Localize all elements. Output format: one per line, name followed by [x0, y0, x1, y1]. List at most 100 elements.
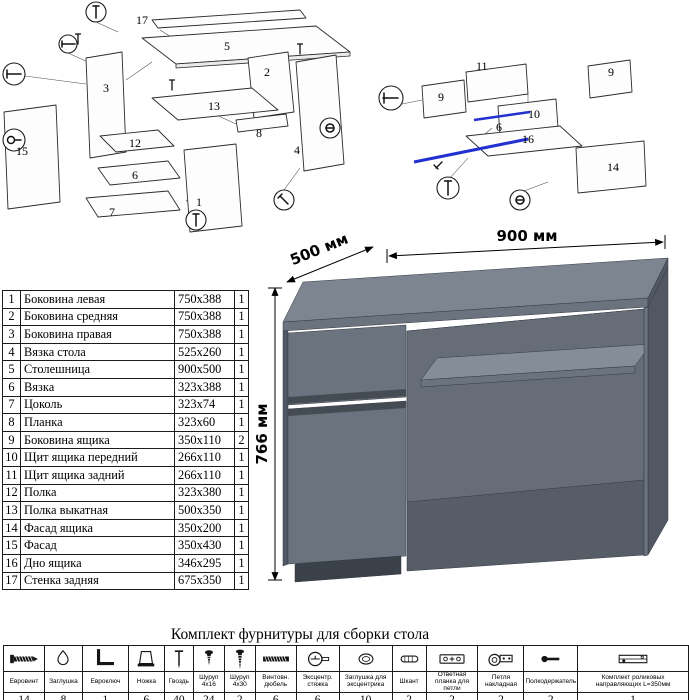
part-number-cell: 6: [2, 377, 21, 397]
part-name-cell: Боковина правая: [20, 325, 175, 344]
parts-table-row: 9 Боковина ящика 350x110 2: [2, 430, 249, 450]
desk-parts-outlines: [3, 9, 351, 233]
part-name-cell: Вязка: [20, 377, 175, 397]
part-qty-cell: 1: [234, 465, 249, 485]
keyboard-tray-front: [420, 365, 636, 388]
part-size-cell: 266x110: [174, 465, 235, 485]
part-number-label: 6: [496, 120, 502, 134]
parts-table-row: 13 Полка выкатная 500x350 1: [2, 501, 249, 520]
part-number-label: 4: [294, 143, 300, 157]
hardware-qty: 6: [127, 692, 165, 700]
part-qty-cell: 1: [234, 448, 249, 467]
part-number-cell: 1: [2, 290, 21, 309]
part-number-cell: 17: [2, 571, 21, 591]
part-size-cell: 750x388: [174, 325, 235, 344]
hardware-qty: 24: [192, 692, 225, 700]
depth-dimension-arrow: [286, 246, 374, 283]
part-number-cell: 2: [2, 307, 21, 327]
hex-key-icon: [97, 648, 115, 665]
pedestal-left-edge: [282, 330, 289, 567]
part-name-cell: Фасад: [20, 536, 175, 555]
part-size-cell: 525x260: [174, 342, 235, 362]
parts-table-row: 8 Планка 323x60 1: [2, 413, 249, 432]
part-number-label: 5: [224, 39, 230, 53]
part-number-cell: 16: [2, 553, 21, 573]
strip-part: [235, 113, 289, 133]
hardware-qty: 10: [338, 692, 393, 700]
width-dimension-label: 900 мм: [496, 230, 557, 245]
part-qty-cell: 1: [234, 483, 249, 503]
hardware-qty: 2: [223, 692, 256, 700]
part-name-cell: Щит ящика передний: [20, 448, 175, 467]
hardware-label: Евроключ: [81, 670, 129, 694]
hardware-label: Полкодержатель: [523, 670, 579, 694]
cam-cap-icon: [358, 652, 374, 665]
overlay-hinge-icon: [488, 653, 513, 666]
part-qty-cell: 1: [234, 360, 249, 379]
screw-icon: [204, 649, 213, 665]
part-qty-cell: 1: [234, 501, 249, 520]
hardware-label: Гвоздь: [163, 670, 194, 694]
hardware-qty: 2: [477, 692, 525, 700]
hardware-qty: 2: [523, 692, 579, 700]
part-qty-cell: 1: [234, 536, 249, 555]
part-qty-cell: 1: [234, 377, 249, 397]
hardware-icons-row: [3, 645, 689, 672]
part-qty-cell: 1: [234, 518, 249, 538]
hardware-qty-row: 14 8 1 6 40 24 2 6 6 10 2 2 2 2 1: [3, 692, 689, 700]
hardware-table: Евровинт Заглушка Евроключ Ножка Гвоздь …: [3, 645, 689, 700]
door-front: [287, 400, 407, 565]
roller-guides-icon: [618, 654, 648, 663]
parts-table-row: 2 Боковина средняя 750x388 1: [2, 307, 249, 327]
part-name-cell: Вязка стола: [20, 342, 175, 362]
part-number-label: 17: [136, 13, 148, 27]
parts-table: 1 Боковина левая 750x388 1 2 Боковина ср…: [2, 290, 249, 591]
nail-icon: [174, 649, 183, 668]
part-size-cell: 323x380: [174, 483, 235, 503]
keyboard-shelf-part: [151, 87, 279, 121]
hardware-label: Петля накладная: [477, 670, 525, 694]
hardware-label: Шкант: [391, 670, 427, 694]
part-name-cell: Щит ящика задний: [20, 465, 175, 485]
part-qty-cell: 1: [234, 325, 249, 344]
part-number-label: 15: [16, 144, 28, 158]
drawer-front: [287, 324, 407, 406]
hardware-qty: 1: [577, 692, 689, 700]
threaded-dowel-icon: [262, 655, 289, 662]
parts-table-row: 7 Цоколь 323x74 1: [2, 395, 249, 415]
hardware-label: Заглушка: [43, 670, 83, 694]
part-number-label: 11: [476, 59, 488, 73]
parts-table-row: 15 Фасад 350x430 1: [2, 536, 249, 555]
height-dimension-label: 766 мм: [255, 403, 271, 464]
roller-guides: [413, 110, 531, 164]
part-qty-cell: 1: [234, 307, 249, 327]
part-number-cell: 14: [2, 518, 21, 538]
parts-table-row: 14 Фасад ящика 350x200 1: [2, 518, 249, 538]
part-number-label: 9: [608, 65, 614, 79]
parts-table-row: 16 Дно ящика 346x295 1: [2, 553, 249, 573]
part-number-cell: 8: [2, 413, 21, 432]
plinth-base: [294, 555, 402, 583]
hardware-callouts: [378, 85, 531, 211]
part-name-cell: Планка: [20, 413, 175, 432]
part-name-cell: Боковина средняя: [20, 307, 175, 327]
hinge-plate-icon: [439, 653, 465, 664]
desk-3d-view: 900 мм 500 мм 766 мм: [255, 230, 669, 583]
side-panel-part: [85, 51, 127, 159]
part-qty-cell: 2: [234, 430, 249, 450]
part-name-cell: Столешница: [20, 360, 175, 379]
part-name-cell: Фасад ящика: [20, 518, 175, 538]
part-size-cell: 900x500: [174, 360, 235, 379]
hardware-label: Эксцентр. стяжка: [295, 670, 340, 694]
shelf-support-icon: [541, 655, 560, 662]
part-number-label: 13: [208, 99, 220, 113]
parts-table-row: 11 Щит ящика задний 266x110 1: [2, 465, 249, 485]
furniture-leg-icon: [138, 650, 155, 666]
part-number-cell: 5: [2, 360, 21, 379]
part-name-cell: Полка: [20, 483, 175, 503]
part-number-label: 1: [196, 195, 202, 209]
shelf-part: [99, 129, 175, 153]
door-handle-groove: [288, 401, 406, 416]
